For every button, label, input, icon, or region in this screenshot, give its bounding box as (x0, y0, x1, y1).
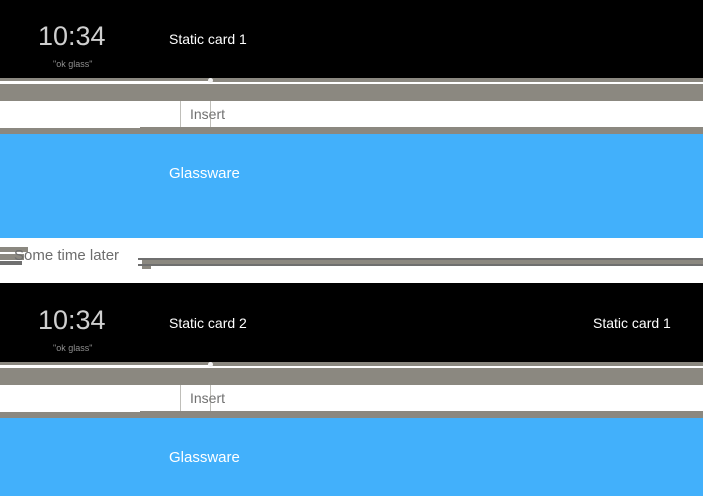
timeline-seam-right-after (210, 362, 703, 366)
glassware-card-after[interactable]: Glassware (0, 418, 703, 496)
timeline-row-dark-after[interactable]: 10:34 "ok glass" Static card 2 Static ca… (0, 283, 703, 362)
glassware-label: Glassware (169, 449, 240, 466)
insert-tick-right-after (210, 385, 211, 412)
insert-row-after[interactable]: Insert (0, 385, 703, 412)
timeline-seam-left-before (0, 78, 210, 81)
timeline-row-dark-before[interactable]: 10:34 "ok glass" Static card 1 (0, 0, 703, 78)
clock-time: 10:34 (38, 21, 106, 51)
insert-tick-left-before (180, 101, 181, 128)
divider-rail-mid (142, 260, 703, 264)
insert-label: Insert (190, 390, 226, 406)
divider-label: Some time later (14, 247, 120, 264)
timeline-band-lower-left-after (0, 412, 140, 418)
divider-stub-bottom (0, 261, 22, 265)
clock-hint: "ok glass" (53, 343, 93, 353)
clock-time: 10:34 (38, 305, 106, 335)
timeline-band-lower-right-before (140, 127, 703, 134)
insert-label: Insert (190, 106, 226, 122)
divider-rail-bottom (138, 264, 703, 266)
timeline-band-after[interactable] (0, 368, 703, 385)
divider-stub-top (0, 247, 28, 252)
timeline-band-lower-right-after (140, 411, 703, 418)
timeline-gap-right-before (210, 82, 703, 84)
timeline-gap-left-after (0, 365, 210, 368)
glassware-label: Glassware (169, 165, 240, 182)
timeline-band-before[interactable] (0, 84, 703, 101)
insert-row-before[interactable]: Insert (0, 101, 703, 128)
timeline-gap-left-before (0, 81, 210, 84)
divider-stub-mid (0, 254, 24, 260)
static-card-1-label: Static card 1 (593, 315, 671, 331)
static-card-1-label: Static card 1 (169, 31, 247, 47)
glassware-card-before[interactable]: Glassware (0, 134, 703, 238)
timeline-seam-right-before (210, 78, 703, 82)
divider-rail-nub (142, 266, 151, 269)
timeline-band-lower-left-before (0, 128, 140, 134)
timeline-seam-marker-after (208, 362, 213, 367)
clock-hint: "ok glass" (53, 59, 93, 69)
timeline-seam-marker-before (208, 78, 213, 83)
timeline-gap-right-after (210, 366, 703, 368)
divider-rail-top (138, 258, 703, 260)
insert-tick-right-before (210, 101, 211, 128)
insert-tick-left-after (180, 385, 181, 412)
timeline-seam-left-after (0, 362, 210, 365)
static-card-2-label: Static card 2 (169, 315, 247, 331)
